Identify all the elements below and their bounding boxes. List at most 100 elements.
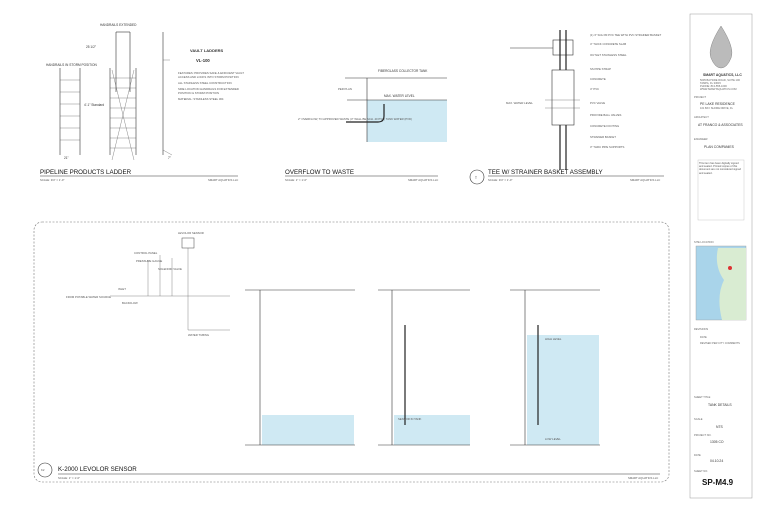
date-value: 04.10.24 (710, 459, 723, 463)
tank-section (245, 289, 355, 446)
tank-section: HIGH LEVEL LOW LEVEL (510, 289, 600, 446)
svg-text:PVC VALVE: PVC VALVE (590, 101, 605, 105)
svg-text:FROM POTABLE WATER SOURCE: FROM POTABLE WATER SOURCE (66, 295, 111, 299)
scale-value: NTS (716, 425, 724, 429)
overflow-title: OVERFLOW TO WASTE (285, 169, 354, 176)
dim-side: 4'-1" Standard (84, 103, 104, 107)
overflow-pipe (346, 104, 385, 123)
sensor-scale: SCALE: 1" = 1'-0" (58, 476, 80, 480)
company-info: TAMPA, FL 33615 (700, 81, 721, 85)
label-tank: FIBERGLASS COLLECTOR TANK (378, 69, 428, 73)
ladder-company: SMART AQUATICS LLC (208, 178, 238, 182)
sheet-no-label: SHEET NO. (694, 469, 708, 473)
spec-note: ALL STAINLESS STEEL CONSTRUCTION (178, 81, 232, 85)
ladder-rungs-left (60, 79, 80, 141)
svg-text:INLET: INLET (118, 287, 126, 291)
project-no: 1305 CO (710, 440, 724, 444)
company-info: 5005 BAYSIDE ROAD, SUITE 100 (700, 78, 740, 82)
sheet-title-label: SHEET TITLE (694, 395, 711, 399)
dim-right: 7" (168, 156, 171, 160)
tee-notes: (1) 3" SCH 80 PVC TEE WITH PVC STRAINER … (590, 33, 661, 149)
company-info: PHONE: 813-555-1000 (700, 84, 727, 88)
overflow-company: SMART AQUATICS LLC (408, 178, 438, 182)
site-label: SITE LOCATION (694, 240, 714, 244)
sensor-title: K-2000 LEVOLOR SENSOR (58, 466, 137, 473)
svg-text:SOLENOID VALVE: SOLENOID VALVE (158, 267, 182, 271)
revision-entry: REVISED PER CITY COMMENTS (700, 341, 740, 345)
strainer-basket (551, 69, 575, 126)
scale-label: SCALE (694, 417, 703, 421)
tee-title: TEE W/ STRAINER BASKET ASSEMBLY (488, 169, 603, 176)
svg-text:CONCRETE: CONCRETE (590, 77, 606, 81)
overflow-detail: FIBERGLASS COLLECTOR TANK MAX. WATER LEV… (285, 69, 447, 182)
revisions-label: REVISIONS (694, 327, 708, 331)
sensor-detail: LEVOLOR SENSOR CONTROL PANEL PRESSURE GA… (33, 221, 670, 483)
sensor-callout (37, 462, 53, 478)
svg-text:CONCRETE FOOTING: CONCRETE FOOTING (590, 124, 619, 128)
svg-text:LEVOLOR SENSOR: LEVOLOR SENSOR (178, 231, 204, 235)
engineer-name: PLAN COMPANIES (704, 145, 735, 149)
spec-note: POSITION & STORM POSITION (178, 91, 219, 95)
title-block: SMART AQUATICS, LLC 5005 BAYSIDE ROAD, S… (689, 13, 753, 499)
spec-note: MATERIAL: STAINLESS STEEL 304 (178, 97, 224, 101)
svg-text:BACKFLOW: BACKFLOW (122, 301, 138, 305)
svg-text:4" THICK CONCRETE SLAB: 4" THICK CONCRETE SLAB (590, 42, 626, 46)
tee-callout-text: T (475, 176, 477, 180)
spec-note: ACCESS AND LOCKS INTO STORM POSITION (178, 75, 239, 79)
svg-text:CONTROL PANEL: CONTROL PANEL (134, 251, 158, 255)
overflow-dim: PER PLAN (338, 87, 352, 91)
tee-detail: MAX. WATER LEVEL (1) 3" SCH 80 PVC TEE W… (469, 30, 664, 185)
spec-title: VAULT LADDERS (190, 48, 224, 53)
label-storm-position: HANDRAILS IN STORM POSITION (46, 63, 97, 67)
svg-text:PROVIDE BALL VALVES: PROVIDE BALL VALVES (590, 113, 621, 117)
overflow-note: 2" OVERFLOW, TO APPROVED WASTE (3" WALL … (298, 117, 412, 121)
sensor-notes-left: LEVOLOR SENSOR CONTROL PANEL PRESSURE GA… (66, 231, 209, 337)
svg-text:OUTLET STAINLESS STEEL: OUTLET STAINLESS STEEL (590, 53, 627, 57)
overflow-scale: SCALE: 1" = 1'-0" (285, 178, 307, 182)
dim-bottom: 21" (64, 156, 69, 160)
ladder-title: PIPELINE PRODUCTS LADDER (40, 169, 132, 176)
project-address: 101 BAY SHORE DRIVE, FL (700, 106, 734, 110)
site-map-land (716, 248, 746, 320)
spec-note: SIDE LOCATION HANDRAILS FOR EXTENDED (178, 87, 239, 91)
ladder-scale: SCALE: 3/4" = 1'-0" (40, 178, 64, 182)
tee-note-left: MAX. WATER LEVEL (506, 101, 533, 105)
svg-text:PRESSURE GAUGE: PRESSURE GAUGE (136, 259, 162, 263)
site-marker-icon (728, 266, 732, 270)
sensor-company: SMART AQUATICS LLC (628, 476, 658, 480)
label-max-level: MAX. WATER LEVEL (384, 94, 415, 98)
company-name: SMART AQUATICS, LLC (703, 73, 742, 77)
engineer-label: ENGINEER (694, 137, 708, 141)
sensor-callout-text: K2 (41, 468, 45, 472)
svg-text:LOW LEVEL: LOW LEVEL (545, 437, 561, 441)
dim-top: 25 1/2" (86, 45, 96, 49)
tank-water (367, 100, 447, 142)
svg-text:(1) 3" SCH 80 PVC TEE WITH PVC: (1) 3" SCH 80 PVC TEE WITH PVC STRAINER … (590, 33, 661, 37)
svg-text:HIGH LEVEL: HIGH LEVEL (545, 337, 562, 341)
label-handrails-extended: HANDRAILS EXTENDED (100, 23, 137, 27)
project-name: PE LAKE RESIDENCE (700, 102, 736, 106)
project-label: PROJECT (694, 95, 707, 99)
spec-model: VL-100 (196, 58, 210, 63)
tee-scale: SCALE: 3/4" = 1'-0" (488, 178, 512, 182)
date-label: DATE (694, 453, 701, 457)
tee-callout (469, 169, 485, 185)
company-logo-drop-icon (709, 25, 733, 69)
sheet-title: TANK DETAILS (708, 403, 732, 407)
architect-name: AT FRANCO & ASSOCIATES (698, 123, 743, 127)
seal-text: This item has been digitally signed and … (699, 162, 741, 175)
tank-section: SENSOR IN TANK (378, 289, 470, 446)
svg-text:SS PIPE STRAP: SS PIPE STRAP (590, 67, 611, 71)
control-panel (181, 237, 195, 249)
architect-label: ARCHITECT (694, 115, 709, 119)
tee-company: SMART AQUATICS LLC (630, 178, 660, 182)
ladder-rungs (110, 69, 136, 161)
company-info: WWW.SMARTAQUATICS.COM (700, 87, 737, 91)
sheet-number: SP-M4.9 (702, 478, 734, 487)
tee-fitting (552, 39, 574, 56)
svg-text:4" PVC: 4" PVC (590, 87, 599, 91)
revision-header: DATE (700, 335, 707, 339)
spec-note: FEATURES: PROVIDES SAFE & EFFICIENT VAUL… (178, 71, 244, 75)
svg-text:STRAINER BASKET: STRAINER BASKET (590, 135, 616, 139)
